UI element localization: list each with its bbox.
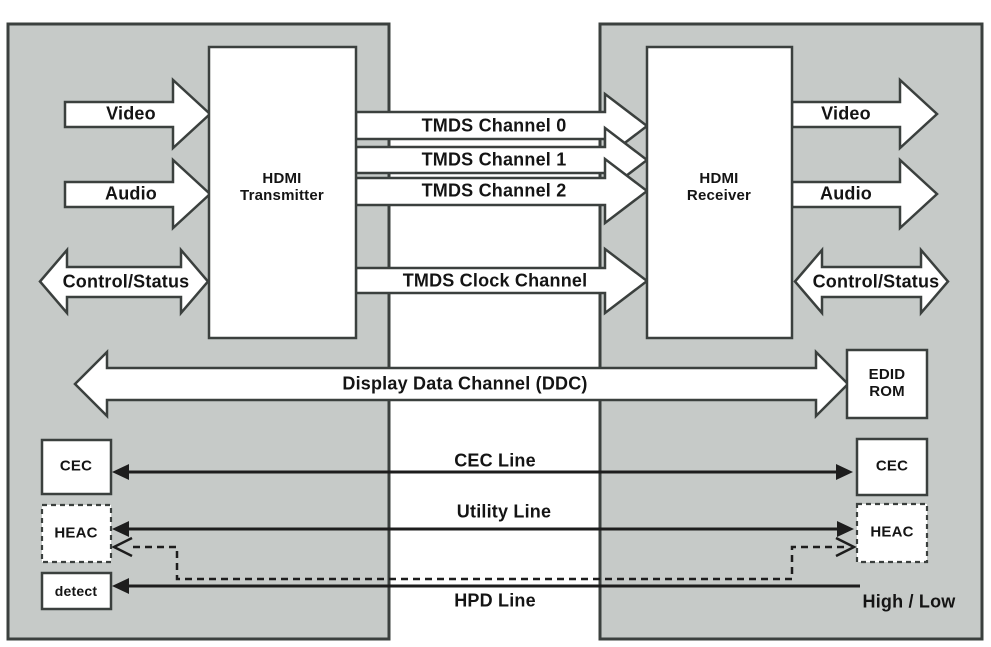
edid-rom-line2: ROM <box>869 383 905 400</box>
cec-line-label: CEC Line <box>454 450 536 471</box>
audio-in-arrow <box>63 157 212 231</box>
edid-rom-line1: EDID <box>868 365 906 383</box>
tmds-channel-0-label: TMDS Channel 0 <box>421 115 567 136</box>
cec-line-right-arrowhead <box>836 464 853 480</box>
heac-source-label: HEAC <box>54 524 98 542</box>
tmds-channel-1-label: TMDS Channel 1 <box>421 149 567 170</box>
hpd-line-label: HPD Line <box>454 590 536 611</box>
heac-box-source <box>40 503 113 564</box>
utility-line-right-arrowhead <box>837 521 854 537</box>
heac-box-sink <box>855 502 929 564</box>
hdmi-receiver-line2: Receiver <box>686 187 752 204</box>
hdmi-receiver-box <box>645 45 794 340</box>
control-status-right-arrow <box>793 246 950 317</box>
hdmi-receiver-line1: HDMI <box>699 169 739 187</box>
tmds-clock-label: TMDS Clock Channel <box>402 270 588 291</box>
hdmi-transmitter-label: HDMI Transmitter <box>240 170 324 205</box>
cec-box-source <box>40 438 113 496</box>
cec-line-left-arrowhead <box>112 464 129 480</box>
utility-line-left-arrowhead <box>112 521 129 537</box>
hpd-state-label: High / Low <box>862 591 956 612</box>
video-in-arrow <box>63 77 212 151</box>
edid-rom-box <box>845 348 929 420</box>
audio-in-label: Audio <box>105 183 157 204</box>
cec-source-label: CEC <box>59 457 93 475</box>
control-status-right-label: Control/Status <box>812 271 940 292</box>
tmds-channel-2-label: TMDS Channel 2 <box>421 180 567 201</box>
heac-hpd-dashed-link <box>133 545 845 581</box>
video-out-label: Video <box>821 103 871 124</box>
hdmi-transmitter-line2: Transmitter <box>240 187 324 204</box>
video-out-arrow <box>790 77 939 151</box>
hdmi-transmitter-line1: HDMI <box>262 169 302 187</box>
audio-out-label: Audio <box>820 183 872 204</box>
tmds-channel-2-arrow <box>354 156 650 226</box>
audio-out-arrow <box>790 157 939 231</box>
hdmi-receiver-label: HDMI Receiver <box>687 170 751 205</box>
cec-sink-label: CEC <box>875 457 909 475</box>
detect-box <box>40 571 113 611</box>
utility-line-label: Utility Line <box>456 501 552 522</box>
tmds-channel-0-arrow <box>354 91 650 161</box>
ddc-label: Display Data Channel (DDC) <box>342 373 588 394</box>
cec-box-sink <box>855 437 929 497</box>
heac-sink-label: HEAC <box>870 523 914 541</box>
video-in-label: Video <box>106 103 156 124</box>
control-status-left-label: Control/Status <box>62 271 190 292</box>
detect-label: detect <box>54 582 98 599</box>
hpd-line-arrowhead <box>112 578 129 594</box>
edid-rom-label: EDID ROM <box>869 366 906 401</box>
tmds-clock-arrow <box>354 246 650 316</box>
heac-dashed-left-arrowhead <box>111 536 133 558</box>
hdmi-transmitter-box <box>207 45 358 340</box>
heac-dashed-right-arrowhead <box>835 536 857 558</box>
